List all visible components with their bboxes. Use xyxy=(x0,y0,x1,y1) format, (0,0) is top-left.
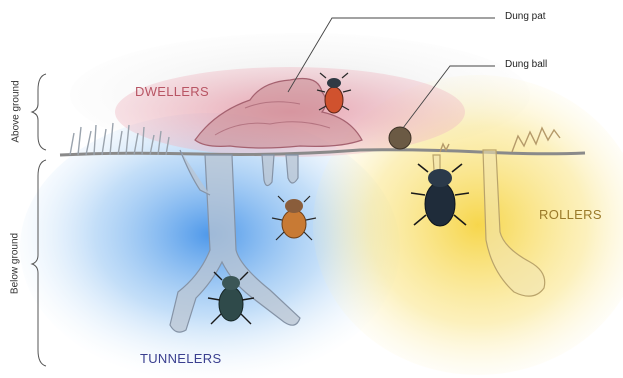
tunnelers-label: TUNNELERS xyxy=(140,351,221,366)
above-ground-label: Above ground xyxy=(11,80,22,144)
dung-ball-label: Dung ball xyxy=(505,59,547,70)
dung-pat-label: Dung pat xyxy=(505,11,546,22)
above-ground-brace xyxy=(32,74,46,150)
below-ground-label: Below ground xyxy=(10,231,21,297)
dwellers-label: DWELLERS xyxy=(135,84,209,99)
rollers-label: ROLLERS xyxy=(539,207,602,222)
dung-ball xyxy=(389,127,411,149)
